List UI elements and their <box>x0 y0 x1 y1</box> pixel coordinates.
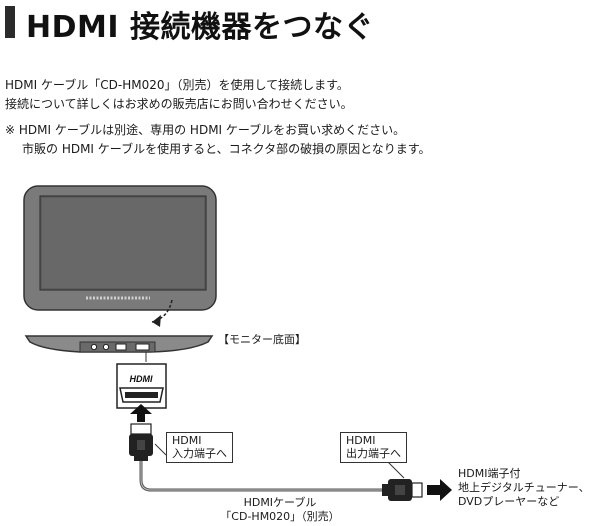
device-line2: 地上デジタルチューナー、 <box>458 481 590 494</box>
output-terminal-line2: 出力端子へ <box>346 447 401 460</box>
cable-line2: 「CD-HM020」（別売） <box>220 510 340 523</box>
hdmi-logo: HDMI <box>130 374 153 384</box>
title-marker <box>5 6 15 38</box>
device-line1: HDMI端子付 <box>458 467 521 480</box>
rotate-arrow-icon <box>151 299 173 327</box>
page-title: HDMI 接続機器をつなぐ <box>26 10 374 45</box>
input-terminal-line2: 入力端子へ <box>172 447 227 460</box>
input-terminal-line1: HDMI <box>172 434 202 447</box>
device-line3: DVDプレーヤーなど <box>458 495 560 508</box>
cable-connector-left <box>129 423 153 461</box>
output-terminal-line1: HDMI <box>346 434 376 447</box>
note-line-1: ※ HDMI ケーブルは別途、専用の HDMI ケーブルをお買い求めください。 <box>5 123 406 137</box>
monitor-bottom-illustration <box>24 335 214 362</box>
right-arrow-icon <box>427 479 452 501</box>
intro-line-1: HDMI ケーブル「CD-HM020」（別売）を使用して接続します。 <box>5 78 349 92</box>
input-terminal-label: HDMI 入力端子へ <box>166 432 233 463</box>
intro-line-2: 接続について詳しくはお求めの販売店にお問い合わせください。 <box>5 97 353 111</box>
monitor-bottom-label: 【モニター底面】 <box>218 333 306 346</box>
device-description: HDMI端子付 地上デジタルチューナー、 DVDプレーヤーなど <box>458 467 590 509</box>
monitor-front-illustration <box>23 185 217 311</box>
hdmi-cable <box>139 461 382 492</box>
cable-description: HDMIケーブル 「CD-HM020」（別売） <box>210 496 350 524</box>
output-terminal-label: HDMI 出力端子へ <box>340 432 407 463</box>
hdmi-port-callout: HDMI <box>116 363 167 409</box>
cable-line1: HDMIケーブル <box>243 496 317 509</box>
note-line-2: 市販の HDMI ケーブルを使用すると、コネクタ部の破損の原因となります。 <box>22 142 431 156</box>
up-arrow-icon <box>130 404 152 422</box>
cable-connector-right <box>382 479 423 501</box>
